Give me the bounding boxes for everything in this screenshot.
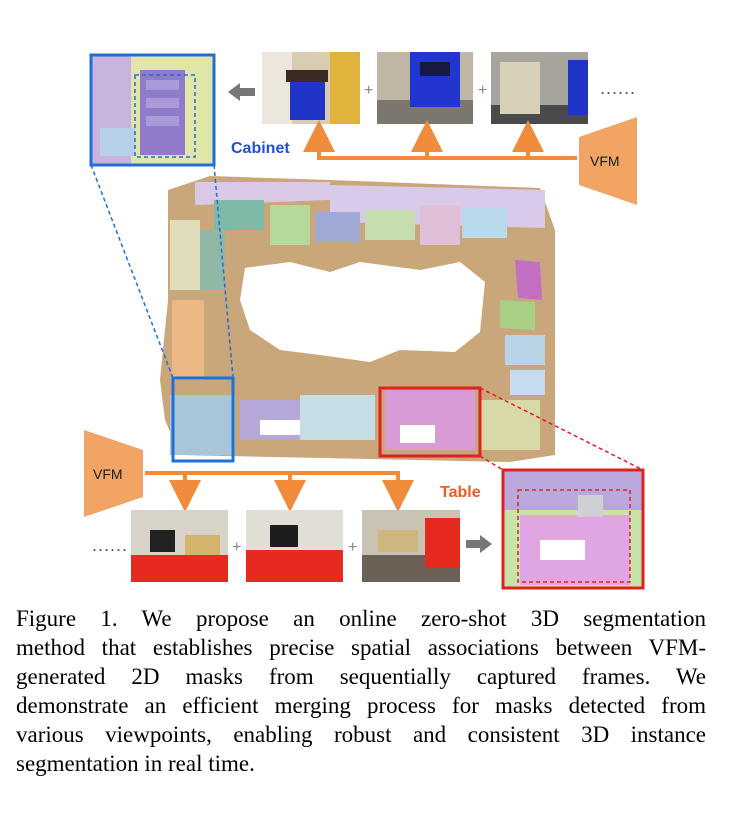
plus-sign-3: + (232, 539, 241, 556)
plus-sign-2: + (478, 82, 487, 99)
table-zoom-inset (501, 468, 645, 590)
cabinet-zoom-inset (89, 53, 216, 167)
caption-line-6: segmentation in real time. (16, 751, 255, 776)
plus-sign-4: + (348, 539, 357, 556)
table-connector-top (479, 387, 644, 471)
vfm-bottom: VFM (84, 430, 143, 517)
caption-line-5: various viewpoints, enabling robust and … (16, 722, 706, 747)
bottom-frame-1 (131, 510, 228, 582)
bottom-dots: ...... (92, 535, 128, 555)
figure-caption: Figure 1. We propose an online zero-shot… (16, 604, 706, 778)
vfm-top-label: VFM (590, 153, 620, 169)
caption-line-2: method that establishes precise spatial … (16, 635, 706, 660)
table-connector-bottom (479, 455, 504, 471)
bottom-frame-2 (246, 510, 343, 582)
caption-line-4: demonstrate an efficient merging process… (16, 693, 706, 718)
figure-1: + + ...... Cabinet VFM (84, 52, 645, 590)
bottom-orange-arrows (145, 471, 414, 512)
cabinet-connector-right (213, 164, 234, 379)
cabinet-label: Cabinet (231, 140, 290, 157)
vfm-bottom-label: VFM (93, 466, 123, 482)
top-dots: ...... (600, 78, 636, 98)
cabinet-box-in-scene (171, 376, 235, 463)
vfm-top: VFM (579, 117, 637, 205)
bottom-frame-3 (362, 510, 460, 582)
cabinet-connector-left (90, 164, 174, 379)
top-frame-3 (491, 52, 588, 124)
table-label: Table (440, 484, 481, 501)
table-box-in-scene (378, 386, 482, 458)
caption-line-3: generated 2D masks from sequentially cap… (16, 664, 706, 689)
top-orange-arrows (303, 120, 577, 160)
top-frame-1 (262, 52, 360, 124)
caption-line-1: Figure 1. We propose an online zero-shot… (16, 606, 706, 631)
plus-sign-1: + (364, 82, 373, 99)
top-frame-2 (377, 52, 473, 124)
3d-reconstruction (160, 176, 555, 462)
arrow-to-cabinet-inset (228, 83, 255, 101)
arrow-to-table-inset (466, 535, 492, 553)
